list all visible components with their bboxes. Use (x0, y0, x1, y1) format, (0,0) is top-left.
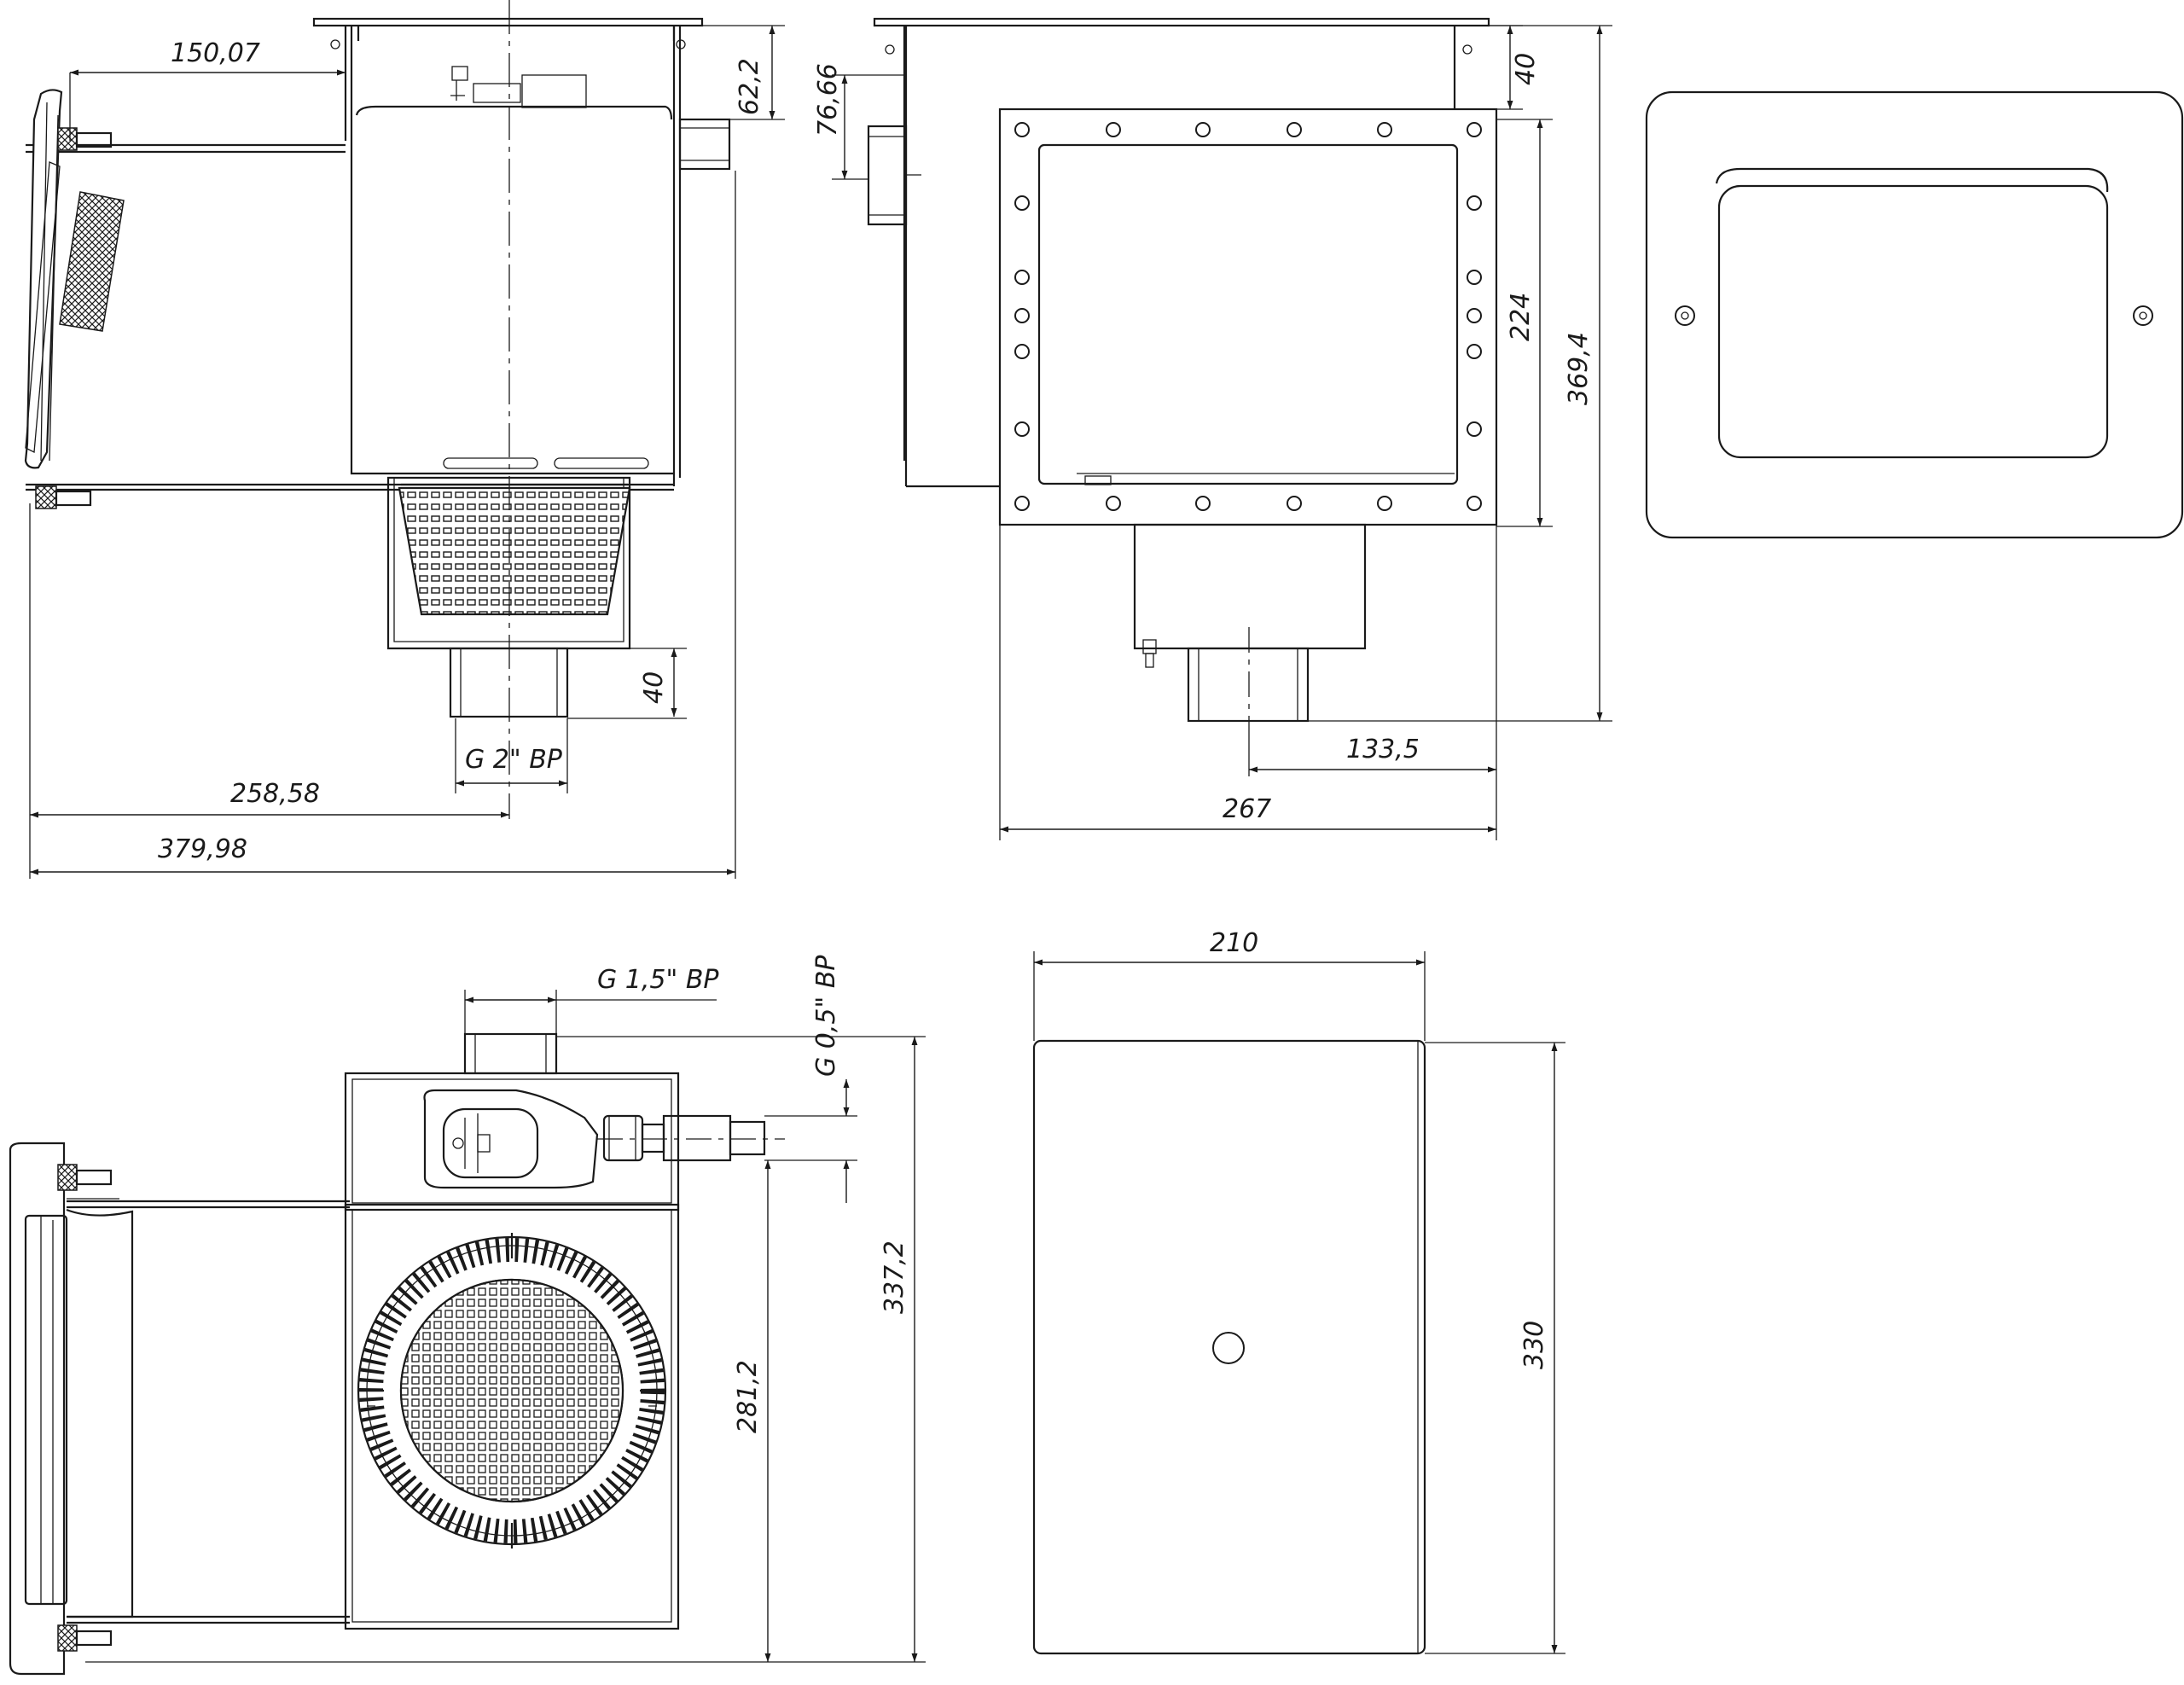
top-flange (312, 17, 704, 27)
basket-chamber (344, 1203, 680, 1630)
front-opening (1037, 143, 1459, 485)
top-section-view (9, 1032, 785, 1676)
top-view-bolts (57, 1164, 113, 1652)
front-faceplate (998, 107, 1498, 526)
skimmer-basket (398, 483, 631, 616)
front-bottom-pipe (1187, 647, 1310, 723)
dim-76-66: 76,66 (813, 63, 843, 137)
valve-top-pipe (463, 1032, 558, 1075)
dim-133-5: 133,5 (1346, 735, 1420, 764)
cover-plate-view (1645, 90, 2184, 539)
side-view-dimensions: 150,07 62,2 40 G 2" ВР 258,58 379,98 (29, 25, 785, 879)
top-flange-front (873, 17, 1490, 27)
body-left-wall (344, 26, 353, 141)
dim-267: 267 (1223, 794, 1271, 824)
dim-369-4: 369,4 (1564, 332, 1594, 405)
dim-40-top: 40 (1511, 53, 1541, 85)
float-valve (450, 66, 587, 108)
valve-chamber (344, 1072, 680, 1211)
mouth-top-wall (26, 143, 346, 154)
lid-outline (1032, 1039, 1426, 1655)
cover-plate-window (1717, 184, 2109, 459)
body-right-wall (672, 26, 682, 486)
dim-337-2: 337,2 (880, 1241, 909, 1314)
dim-62-2: 62,2 (735, 58, 764, 115)
weir-flap (25, 161, 61, 454)
top-view-dimensions: G 1,5" ВР G 0,5" ВР 337,2 281,2 (85, 955, 926, 1663)
side-section-view (24, 0, 731, 819)
valve-inlet-pipe (662, 1114, 732, 1162)
dim-330: 330 (1519, 1321, 1549, 1369)
front-view-dimensions: 76,66 40 224 369,4 133,5 267 (813, 25, 1612, 840)
dim-40-side: 40 (639, 671, 669, 704)
mouth-flange (9, 1142, 66, 1676)
front-view (867, 17, 1498, 734)
cover-plate-outline (1645, 90, 2184, 539)
front-side-pipe (867, 125, 908, 226)
dim-g0-5-thread: G 0,5" ВР (811, 955, 841, 1077)
lid-hole (1212, 1332, 1245, 1364)
upper-outlet-pipe (678, 118, 731, 171)
dim-g2-thread: G 2" ВР (465, 745, 563, 775)
dim-379-98: 379,98 (158, 834, 247, 864)
dim-150-07: 150,07 (171, 38, 260, 68)
weir-flap-gasket (59, 191, 125, 332)
skimmer-sieve (357, 1233, 667, 1548)
dim-281-2: 281,2 (733, 1360, 763, 1433)
dim-g1-5-thread: G 1,5" ВР (597, 965, 719, 995)
faceplate-holes (1014, 122, 1482, 511)
dim-210: 210 (1210, 928, 1258, 958)
front-basket-housing (1133, 523, 1367, 650)
dim-224: 224 (1506, 293, 1536, 341)
dim-258-58: 258,58 (230, 779, 320, 809)
lid-dimensions: 210 330 (1033, 928, 1565, 1654)
flange-bolts (35, 127, 113, 509)
lid-view (1032, 1039, 1426, 1655)
top-float-valve (423, 1089, 665, 1189)
